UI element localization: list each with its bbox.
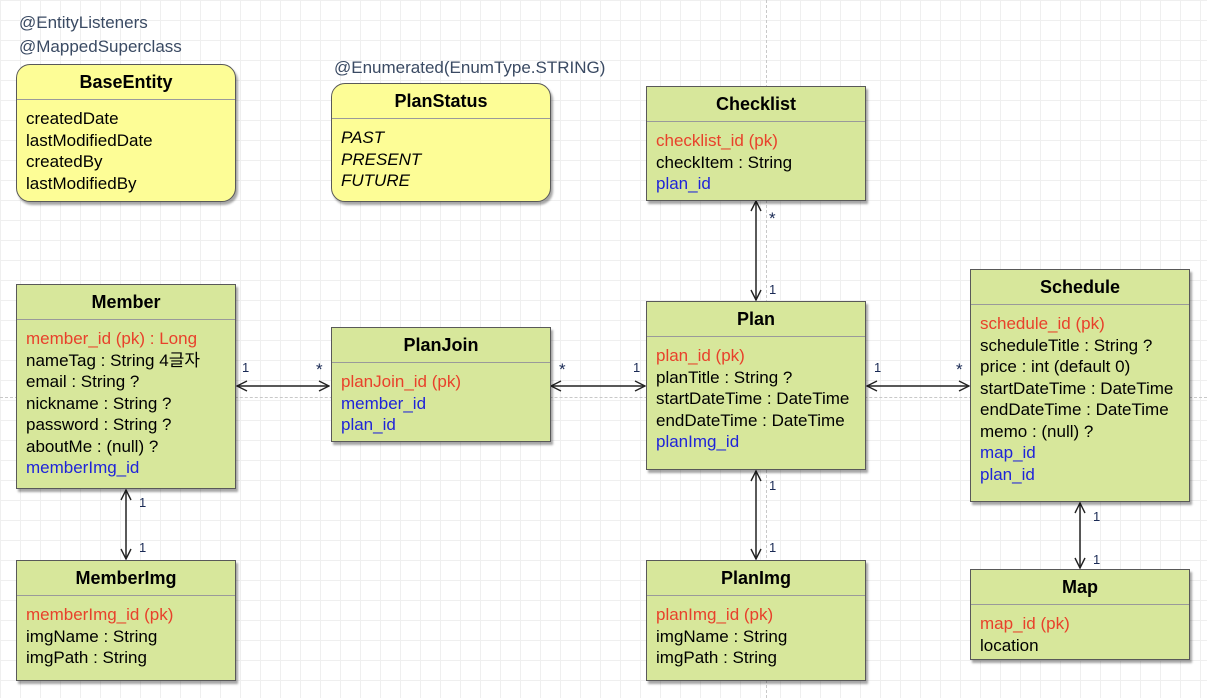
enum-value: FUTURE [341, 171, 410, 190]
memberimg-title: MemberImg [17, 561, 235, 596]
multiplicity-label: 1 [769, 282, 777, 297]
plan-status-title: PlanStatus [332, 84, 550, 119]
checklist-entity[interactable]: Checklist checklist_id (pk) checkItem : … [646, 86, 866, 201]
enum-value: PAST [341, 128, 385, 147]
plan-fields: plan_id (pk) planTitle : String ? startD… [647, 337, 865, 453]
checklist-fields: checklist_id (pk) checkItem : String pla… [647, 122, 865, 195]
planjoin-entity[interactable]: PlanJoin planJoin_id (pk) member_id plan… [331, 327, 551, 442]
plan-title: Plan [647, 302, 865, 337]
field: lastModifiedDate [26, 130, 153, 150]
field: createdDate [26, 109, 119, 128]
pk-field: memberImg_id (pk) [26, 605, 174, 624]
planimg-title: PlanImg [647, 561, 865, 596]
pk-field: planJoin_id (pk) [341, 372, 462, 391]
map-entity[interactable]: Map map_id (pk) location [970, 569, 1190, 660]
field: checkItem : String [656, 152, 793, 172]
field: imgName : String [656, 626, 788, 646]
pk-field: checklist_id (pk) [656, 131, 778, 150]
schedule-entity[interactable]: Schedule schedule_id (pk) scheduleTitle … [970, 269, 1190, 502]
multiplicity-label: * [956, 360, 963, 379]
base-entity-box[interactable]: BaseEntity createdDate lastModifiedDate … [16, 64, 236, 202]
schedule-title: Schedule [971, 270, 1189, 305]
fk-field: planImg_id [656, 432, 740, 451]
enum-value: PRESENT [341, 149, 422, 169]
field: startDateTime : DateTime [656, 389, 850, 408]
field: planTitle : String ? [656, 367, 793, 387]
field: imgPath : String [26, 648, 147, 667]
pk-field: map_id (pk) [980, 614, 1070, 633]
field: endDateTime : DateTime [656, 410, 845, 430]
map-fields: map_id (pk) location [971, 605, 1189, 656]
pk-field: member_id (pk) : Long [26, 329, 198, 348]
multiplicity-label: * [559, 360, 566, 379]
field: email : String ? [26, 372, 140, 391]
fk-field: plan_id [656, 174, 711, 193]
pk-field: schedule_id (pk) [980, 314, 1105, 333]
field: nickname : String ? [26, 393, 172, 413]
mapped-superclass-annotation: @MappedSuperclass [19, 37, 182, 56]
field: memo : (null) ? [980, 421, 1094, 441]
planjoin-fields: planJoin_id (pk) member_id plan_id [332, 363, 550, 436]
memberimg-fields: memberImg_id (pk) imgName : String imgPa… [17, 596, 235, 669]
field: imgPath : String [656, 648, 777, 667]
map-title: Map [971, 570, 1189, 605]
multiplicity-label: * [769, 209, 776, 228]
planimg-entity[interactable]: PlanImg planImg_id (pk) imgName : String… [646, 560, 866, 681]
multiplicity-label: 1 [633, 360, 641, 375]
multiplicity-label: 1 [1093, 509, 1101, 524]
entity-listeners-annotation: @EntityListeners [19, 13, 148, 32]
multiplicity-label: 1 [769, 478, 777, 493]
plan-status-box[interactable]: PlanStatus PAST PRESENT FUTURE [331, 83, 551, 202]
member-title: Member [17, 285, 235, 320]
multiplicity-label: 1 [139, 540, 147, 555]
multiplicity-label: * [316, 360, 323, 379]
field: nameTag : String 4글자 [26, 350, 200, 370]
field: createdBy [26, 152, 103, 171]
multiplicity-label: 1 [242, 360, 250, 375]
member-entity[interactable]: Member member_id (pk) : Long nameTag : S… [16, 284, 236, 489]
base-entity-fields: createdDate lastModifiedDate createdBy l… [17, 100, 235, 194]
checklist-title: Checklist [647, 87, 865, 122]
member-fields: member_id (pk) : Long nameTag : String 4… [17, 320, 235, 479]
field: imgName : String [26, 626, 158, 646]
planimg-fields: planImg_id (pk) imgName : String imgPath… [647, 596, 865, 669]
guide-line-horizontal [0, 397, 1207, 398]
multiplicity-label: 1 [139, 495, 147, 510]
enumerated-annotation: @Enumerated(EnumType.STRING) [334, 58, 606, 77]
pk-field: planImg_id (pk) [656, 605, 774, 624]
field: aboutMe : (null) ? [26, 436, 159, 456]
field: lastModifiedBy [26, 173, 137, 193]
base-entity-title: BaseEntity [17, 65, 235, 100]
schedule-fields: schedule_id (pk) scheduleTitle : String … [971, 305, 1189, 485]
multiplicity-label: 1 [874, 360, 882, 375]
field: startDateTime : DateTime [980, 378, 1174, 398]
fk-field: plan_id [341, 415, 396, 434]
plan-status-values: PAST PRESENT FUTURE [332, 119, 550, 192]
memberimg-entity[interactable]: MemberImg memberImg_id (pk) imgName : St… [16, 560, 236, 681]
field: location [980, 635, 1039, 655]
fk-field: map_id [980, 443, 1036, 462]
planjoin-title: PlanJoin [332, 328, 550, 363]
field: price : int (default 0) [980, 357, 1131, 376]
fk-field: plan_id [980, 464, 1035, 484]
pk-field: plan_id (pk) [656, 346, 745, 365]
multiplicity-label: 1 [769, 540, 777, 555]
fk-field: member_id [341, 393, 427, 413]
field: endDateTime : DateTime [980, 400, 1169, 419]
plan-entity[interactable]: Plan plan_id (pk) planTitle : String ? s… [646, 301, 866, 470]
field: scheduleTitle : String ? [980, 335, 1153, 355]
multiplicity-label: 1 [1093, 552, 1101, 567]
fk-field: memberImg_id [26, 458, 140, 477]
field: password : String ? [26, 415, 172, 434]
